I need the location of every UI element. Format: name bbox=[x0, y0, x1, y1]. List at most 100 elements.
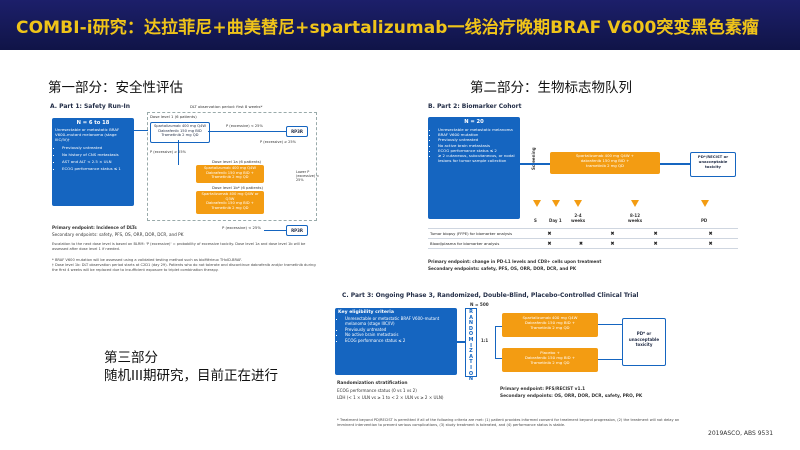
criterion: Previously untreated bbox=[62, 144, 131, 151]
part-b-criteria: Unresectable or metastatic melanoma BRAF… bbox=[431, 127, 517, 163]
table-cell: ✖ bbox=[596, 238, 629, 249]
arm1-box: Spartalizumab 400 mg Q4W Dabrafenib 150 … bbox=[502, 313, 598, 337]
table-row: Blood/plasma for biomarker analysis ✖ ✖ … bbox=[428, 238, 738, 249]
arrow bbox=[495, 326, 496, 358]
part-a-dlt-label: DLT observation period: first 8 weeks* bbox=[190, 104, 263, 109]
part-b-primary: Primary endpoint: change in PD-L1 levels… bbox=[428, 259, 602, 264]
criterion: ECOG performance status ≤ 2 bbox=[438, 148, 517, 153]
part-b-secondary: Secondary endpoints: safety, PFS, OS, OR… bbox=[428, 266, 577, 271]
part-a-bottom-note: Escalation to the next dose level is bas… bbox=[52, 242, 306, 251]
criterion: Unresectable or metastatic BRAF V600–mut… bbox=[345, 316, 454, 327]
excess-top: P (excessive) < 25% bbox=[226, 124, 263, 128]
arrow bbox=[208, 131, 286, 132]
rp3r-box: RP3R bbox=[286, 126, 308, 137]
timepoint-marker bbox=[533, 200, 541, 207]
source-citation: 2019ASCO, ABS 9531 bbox=[708, 430, 774, 437]
table-cell: ✖ bbox=[533, 228, 566, 239]
part-c-eligibility-box: Key eligibility criteria Unresectable or… bbox=[335, 308, 457, 375]
arrow bbox=[598, 324, 622, 325]
part-a-n-desc: Unresectable or metastatic BRAF V600–mut… bbox=[55, 127, 120, 142]
dose1a-box: Spartalizumab 400 mg Q4W Dabrafenib 150 … bbox=[196, 165, 264, 183]
arrow bbox=[660, 163, 690, 165]
eligibility-criteria: Unresectable or metastatic BRAF V600–mut… bbox=[338, 316, 454, 343]
part-a-primary: Primary endpoint: Incidence of DLTs bbox=[52, 225, 137, 230]
excess-bottom: P (excessive) < 25% bbox=[222, 225, 261, 230]
part-a-n: N = 6 to 18 bbox=[76, 120, 110, 126]
part-a-footnote-1: * BRAF V600 mutation will be assessed us… bbox=[52, 258, 242, 262]
timepoint-label: 2-4 weeks bbox=[571, 213, 586, 224]
table-row: Tumor biopsy (FFPE) for biomarker analys… bbox=[428, 228, 738, 239]
table-cell: ✖ bbox=[596, 228, 629, 239]
excess-left: P (excessive) ≥ 25% bbox=[150, 150, 186, 154]
criterion: No active brain metastasis bbox=[345, 332, 454, 337]
criterion: AST and ALT < 2.5 × ULN bbox=[62, 158, 131, 165]
criterion: Unresectable or metastatic melanoma bbox=[438, 127, 517, 132]
part2-label: 第二部分：生物标志物队列 bbox=[470, 80, 632, 96]
timepoint-marker bbox=[631, 200, 639, 207]
strat-title: Randomization stratification bbox=[337, 381, 408, 386]
part-b-title: B. Part 2: Biomarker Cohort bbox=[428, 103, 522, 110]
timepoint-marker bbox=[701, 200, 709, 207]
table-cell: ✖ bbox=[628, 228, 684, 239]
table-cell: ✖ bbox=[533, 238, 566, 249]
arrow bbox=[457, 341, 465, 343]
part-c-n: N = 500 bbox=[470, 302, 489, 307]
strat-item: LDH (< 1 × ULN vs ≥ 1 to < 2 × ULN vs ≥ … bbox=[337, 395, 444, 400]
part-a-title: A. Part 1: Safety Run-In bbox=[50, 103, 131, 110]
row-label: Tumor biopsy (FFPE) for biomarker analys… bbox=[428, 228, 534, 239]
criterion: ECOG performance status ≤ 2 bbox=[345, 338, 454, 343]
excess-right: P (excessive) ≥ 25% bbox=[260, 140, 296, 144]
part-a-footnote-2: † Dose level 1b: DLT observation period … bbox=[52, 263, 316, 272]
dlt-period-frame bbox=[147, 112, 317, 221]
criterion: BRAF V600 mutation bbox=[438, 132, 517, 137]
part-b-pd-box: PD*/RECIST or unacceptable toxicity bbox=[690, 152, 736, 177]
table-cell: ✖ bbox=[683, 238, 738, 249]
part-a-secondary: Secondary endpoints: safety, PFS, OS, OR… bbox=[52, 232, 184, 237]
part-b-n: N = 20 bbox=[464, 119, 484, 125]
criterion: ECOG performance status ≤ 1 bbox=[62, 165, 131, 172]
part3-label-line2: 随机III期研究，目前正在进行 bbox=[104, 368, 278, 384]
part-a-criteria: Previously untreated No history of CNS m… bbox=[55, 144, 131, 172]
timepoint-label: PD bbox=[701, 218, 708, 223]
dose1b-box: Spartalizumab 400 mg Q4W or Q3W Dabrafen… bbox=[196, 191, 264, 214]
table-cell bbox=[565, 228, 597, 239]
dose1a-label: Dose level 1a (6 patients) bbox=[212, 159, 262, 164]
criterion: ≥ 2 cutaneous, subcutaneous, or nodal le… bbox=[438, 153, 517, 163]
timepoint-marker bbox=[552, 200, 560, 207]
part-c-title: C. Part 3: Ongoing Phase 3, Randomized, … bbox=[342, 292, 639, 299]
part-c-primary: Primary endpoint: PFS/RECIST v1.1 bbox=[500, 387, 586, 392]
timepoint-marker bbox=[574, 200, 582, 207]
eligibility-title: Key eligibility criteria bbox=[338, 310, 394, 315]
header-banner: COMBI-i研究：达拉菲尼+曲美替尼+spartalizumab一线治疗晚期B… bbox=[0, 0, 800, 50]
arrow bbox=[264, 230, 286, 231]
strat-item: ECOG performance status (0 vs 1 vs 2) bbox=[337, 388, 417, 393]
arrow bbox=[520, 163, 550, 165]
part-c-footnote: * Treatment beyond PD/RECIST is permitte… bbox=[337, 418, 680, 427]
rp3r-box-2: RP3R bbox=[286, 225, 308, 236]
ratio-label: 1:1 bbox=[481, 338, 489, 343]
part3-label-line1: 第三部分 bbox=[104, 350, 158, 366]
part-b-treatment-box: Spartalizumab 400 mg Q4W + dabrafenib 15… bbox=[550, 152, 660, 174]
arrow bbox=[598, 359, 622, 360]
arrow bbox=[495, 358, 502, 359]
arrow bbox=[178, 140, 179, 165]
randomization-box: R A N D O M I Z A T I O N bbox=[465, 308, 477, 382]
row-label: Blood/plasma for biomarker analysis bbox=[428, 238, 534, 249]
part-c-pd-box: PD* or unacceptable toxicity bbox=[622, 318, 666, 366]
timepoint-label: 8-12 weeks bbox=[627, 213, 643, 224]
randomization-label: R A N D O M I Z A T I O N bbox=[468, 309, 474, 383]
arrow bbox=[495, 326, 502, 327]
part-a-n-box: N = 6 to 18 Unresectable or metastatic B… bbox=[52, 118, 134, 206]
lower-label: Lower P (excessive) < 25% bbox=[296, 170, 320, 182]
table-cell: ✖ bbox=[628, 238, 684, 249]
dose1b-label: Dose level 1b* (6 patients) bbox=[212, 185, 264, 190]
screening-label: Screening bbox=[531, 147, 536, 170]
criterion: No history of CNS metastasis bbox=[62, 151, 131, 158]
criterion: Previously untreated bbox=[438, 137, 517, 142]
table-cell: ✖ bbox=[565, 238, 597, 249]
criterion: No active brain metastasis bbox=[438, 143, 517, 148]
part-c-secondary: Secondary endpoints: OS, ORR, DOR, DCR, … bbox=[500, 394, 643, 399]
arrow bbox=[134, 130, 148, 131]
arm2-box: Placebo + Dabrafenib 150 mg BID + Tramet… bbox=[502, 348, 598, 372]
biomarker-table: Tumor biopsy (FFPE) for biomarker analys… bbox=[428, 228, 738, 249]
